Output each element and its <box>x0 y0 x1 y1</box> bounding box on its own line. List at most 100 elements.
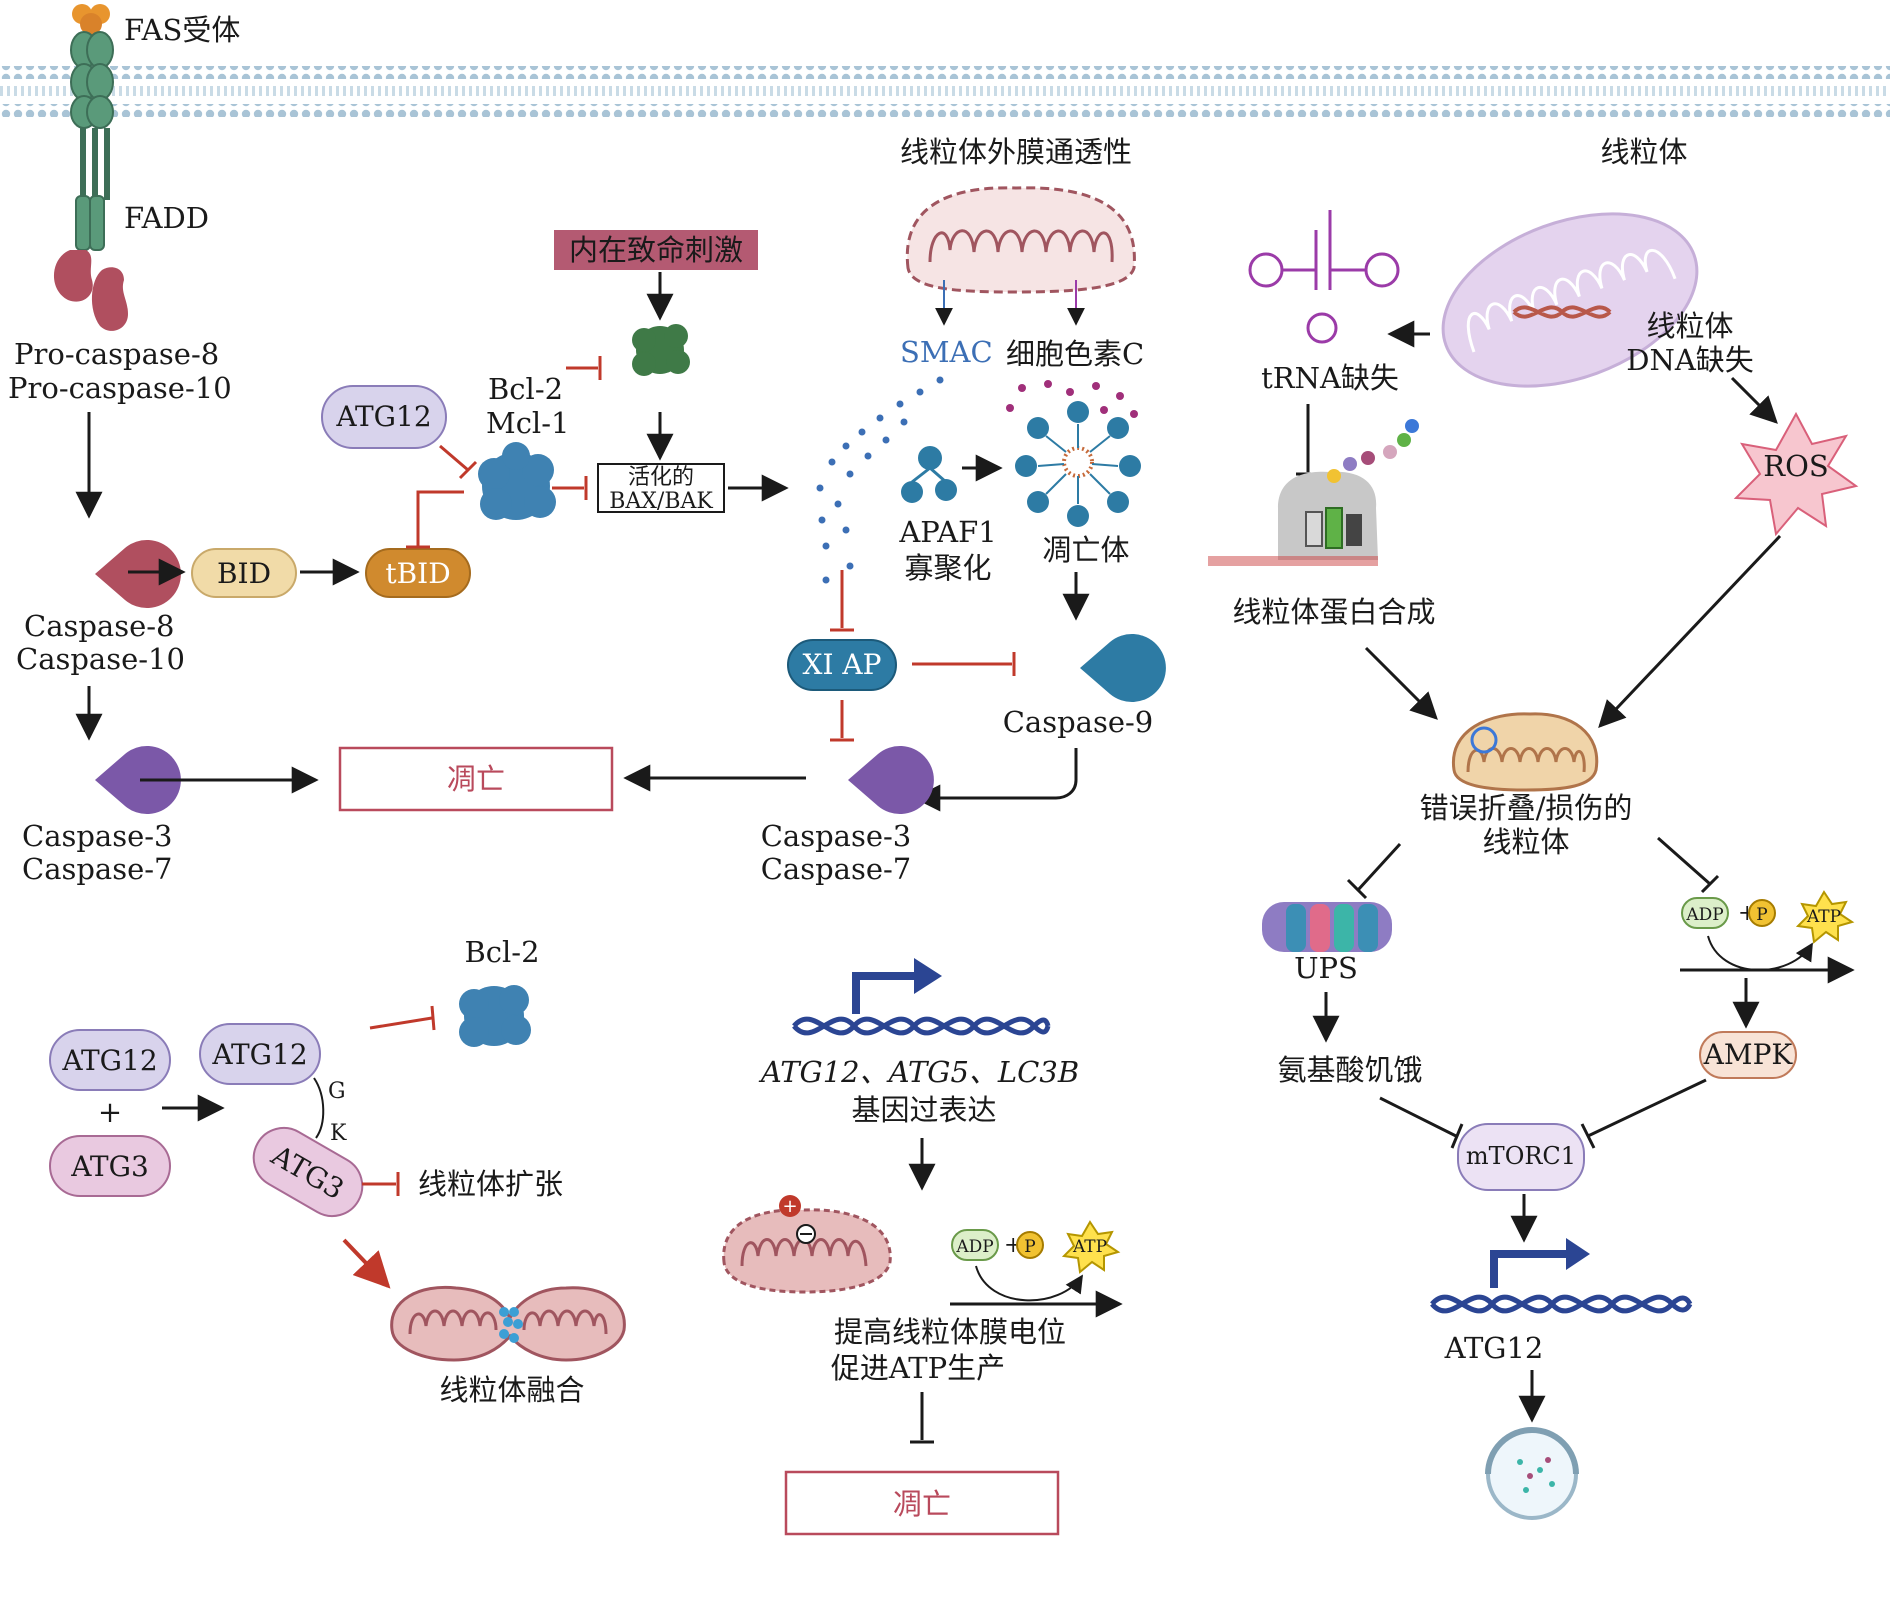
adp-label: ADP <box>1685 905 1723 925</box>
mtdna-icon <box>1512 305 1612 319</box>
bid-pill <box>191 548 297 598</box>
arrow-adp-to-atp <box>1707 935 1813 972</box>
caspase-3-pacman-icon <box>95 746 181 814</box>
adp-pill <box>1681 897 1729 929</box>
misfolded-line1: 错误折叠/损伤的 <box>1420 791 1633 825</box>
adp2-pill <box>951 1229 999 1261</box>
inhibit-bar <box>458 460 478 480</box>
atg3-b2-pill <box>252 1127 364 1217</box>
membrane-potential-line2: 促进ATP生产 <box>831 1351 1005 1385</box>
mitochondrion-purple-icon <box>1441 212 1699 388</box>
ribosome-icon <box>1278 419 1419 560</box>
apaf1-icon <box>901 446 957 503</box>
atp-star-icon <box>1795 890 1855 944</box>
dna-promoter-middle-icon <box>792 958 1051 1036</box>
activated-bax-line1: 活化的 <box>628 465 694 490</box>
aa-starvation-label: 氨基酸饥饿 <box>1277 1053 1422 1087</box>
apoptosis-box-mid <box>338 746 614 812</box>
cytochrome-c-label: 细胞色素C <box>1006 337 1144 371</box>
apoptosis-mid-label: 凋亡 <box>447 762 505 796</box>
caspase-10-label: Caspase-10 <box>16 642 185 676</box>
ampk-pill <box>1699 1031 1797 1079</box>
inhibit-aa-to-mtorc1 <box>1379 1096 1457 1138</box>
mtorc1-label: mTORC1 <box>1466 1142 1576 1170</box>
phosphate2-icon <box>1016 1231 1044 1259</box>
inhibit-bar <box>430 1005 436 1031</box>
inhibit-misfolded-to-ups <box>1356 842 1402 892</box>
inhibit-tbid-to-bcl2 <box>416 490 464 547</box>
pro-caspase-10-label: Pro-caspase-10 <box>8 371 232 405</box>
atg3-b1-label: ATG3 <box>70 1150 149 1183</box>
misfolded-mito-icon <box>1451 712 1599 792</box>
trna-loss-label: tRNA缺失 <box>1261 361 1399 395</box>
bax-blob-icon <box>632 324 690 376</box>
tbid-pill <box>365 548 471 598</box>
pro-caspase-icon <box>53 250 128 331</box>
fadd-label: FADD <box>124 201 209 235</box>
mito-fusion-icon <box>390 1285 626 1362</box>
atg12-b2-pill <box>199 1023 321 1085</box>
momp-label: 线粒体外膜通透性 <box>900 135 1132 169</box>
mtdna-loss-line1: 线粒体 <box>1646 309 1733 343</box>
membrane-potential-line1: 提高线粒体膜电位 <box>834 1315 1066 1349</box>
atg12-b2-label: ATG12 <box>211 1038 307 1071</box>
activated-bax-box <box>597 463 725 513</box>
atg3-b1-pill <box>49 1135 171 1197</box>
arrow-casp9-to-casp3 <box>913 748 1078 812</box>
plus-label: + <box>98 1095 122 1129</box>
atg12-b1-pill <box>49 1029 171 1091</box>
inhibit-bar <box>1450 1123 1464 1149</box>
caspase-8-label: Caspase-8 <box>24 609 175 643</box>
bcl2-blob-icon <box>478 442 556 520</box>
k-label: K <box>330 1121 347 1146</box>
g-label: G <box>328 1079 346 1104</box>
mtorc1-pill <box>1457 1123 1585 1191</box>
inhibit-bar <box>1580 1123 1596 1149</box>
apoptosome-icon <box>1015 401 1141 527</box>
pro-caspase-8-label: Pro-caspase-8 <box>14 337 219 371</box>
mito-protein-synthesis-label: 线粒体蛋白合成 <box>1232 595 1435 629</box>
apoptosis-box-bottom <box>784 1470 1060 1536</box>
mitochondrion-icon <box>905 186 1136 294</box>
caspase-9-label: Caspase-9 <box>1003 705 1154 739</box>
atp2-star-icon <box>1061 1220 1121 1274</box>
caspase-7-mid-label: Caspase-7 <box>761 852 912 886</box>
apaf1-line1: APAF1 <box>898 515 996 549</box>
xiap-pill <box>787 639 897 691</box>
misfolded-line2: 线粒体 <box>1482 825 1569 859</box>
p2-label: P <box>1024 1237 1035 1257</box>
caspase-3-mid-label: Caspase-3 <box>761 819 912 853</box>
mito-fusion-label: 线粒体融合 <box>439 1373 584 1407</box>
caspase-9-pacman-icon <box>1080 633 1166 702</box>
caspase-7-left-label: Caspase-7 <box>22 852 173 886</box>
ros-star-icon <box>1733 411 1859 537</box>
atg12-top-pill <box>321 385 447 449</box>
smac-dots <box>816 376 944 584</box>
arrow-protein-to-misfolded <box>1364 646 1438 720</box>
mcl1-label: Mcl-1 <box>486 406 569 440</box>
activated-bax-line2: BAX/BAK <box>609 489 713 514</box>
mito-expansion-label: 线粒体扩张 <box>418 1167 563 1201</box>
mrna-strand <box>1208 556 1378 566</box>
dna-promoter-icon <box>1430 1238 1693 1314</box>
cytochrome-c-dots <box>1006 380 1138 418</box>
svg-text:+: + <box>782 1196 797 1217</box>
p-label: P <box>1756 905 1767 925</box>
bcl2-label: Bcl-2 <box>488 372 563 406</box>
fadd-icon <box>75 195 105 251</box>
fas-receptor-icon <box>70 4 114 200</box>
atg12-b1-label: ATG12 <box>61 1044 157 1077</box>
phosphate-icon <box>1748 899 1776 927</box>
arrow-atg3-to-fusion <box>342 1238 391 1289</box>
atg3-b2-pill-group: ATG3 <box>252 1127 364 1217</box>
inhibit-atg12-to-bcl2 <box>439 444 469 472</box>
proteasome-icon <box>1262 902 1392 952</box>
atp-label: ATP <box>1806 907 1841 927</box>
caspase-3-left-label: Caspase-3 <box>22 819 173 853</box>
intrinsic-stimulus-box <box>554 230 758 270</box>
caspase-3-mid-pacman-icon <box>848 746 934 815</box>
bid-label: BID <box>217 557 271 590</box>
g-k-linkage <box>313 1077 325 1139</box>
inhibit-bar <box>1346 878 1368 900</box>
